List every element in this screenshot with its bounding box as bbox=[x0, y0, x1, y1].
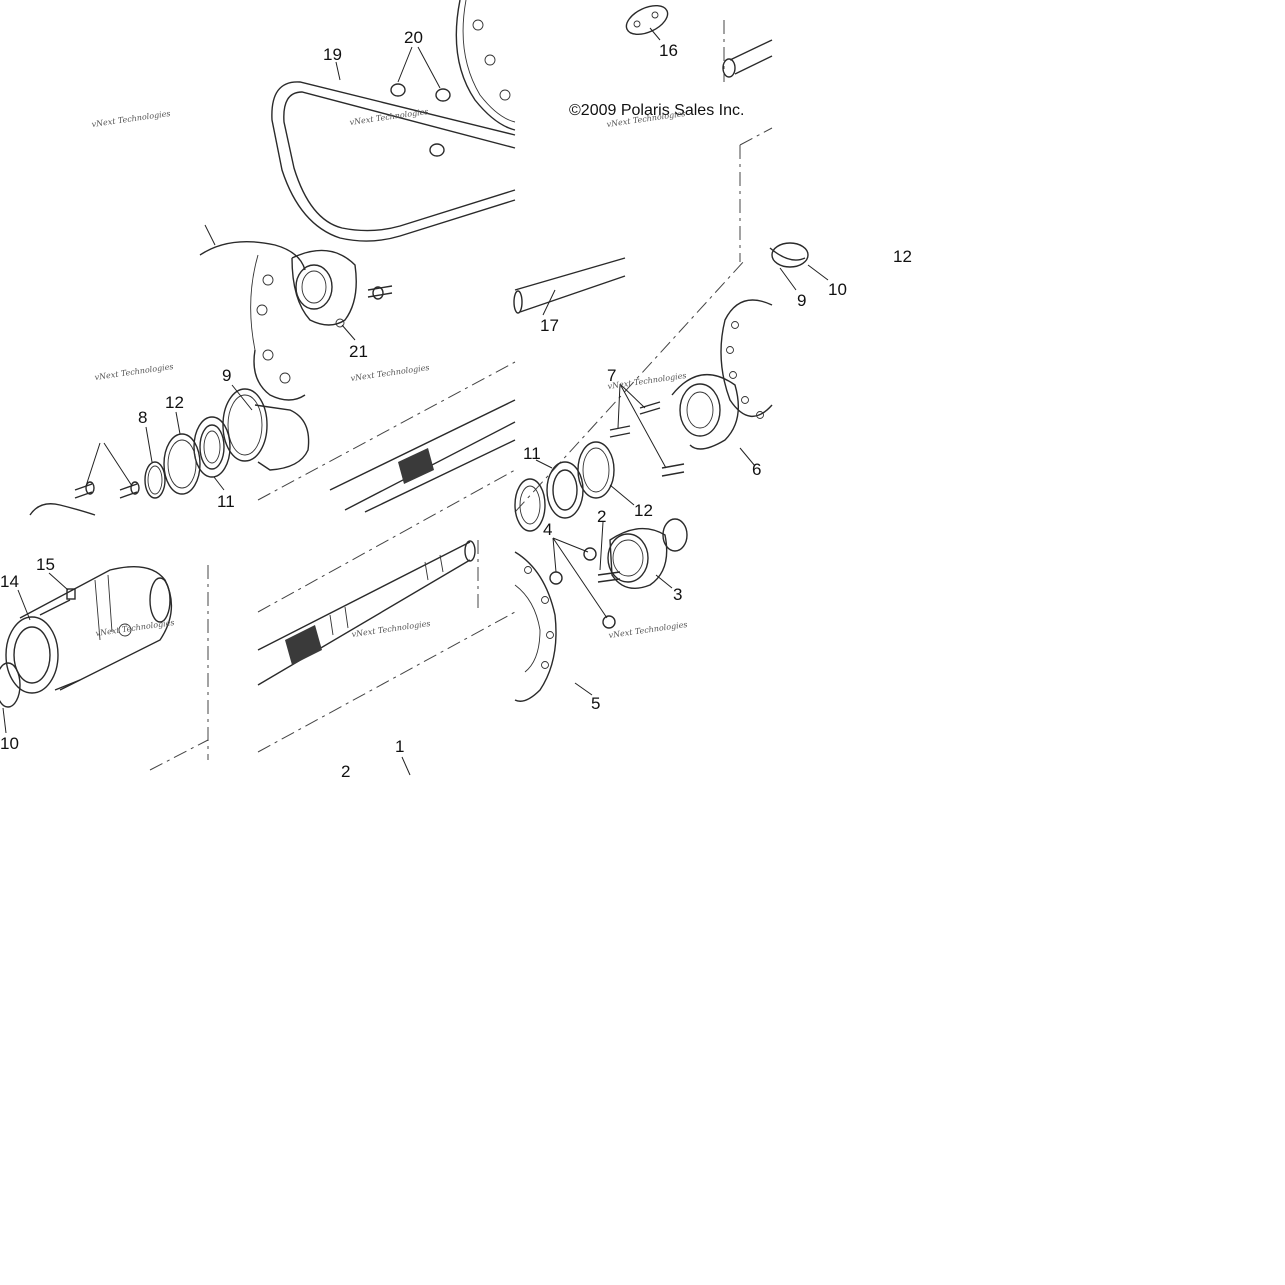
callout-19: 21 bbox=[349, 342, 368, 361]
callout-12-right: 12 bbox=[634, 501, 653, 520]
watermark: vNext Technologies bbox=[91, 109, 171, 129]
part-3-caliper bbox=[607, 518, 688, 589]
part-12-spacer-right bbox=[577, 441, 615, 499]
upper-right-shaft bbox=[722, 39, 773, 78]
axle-lower bbox=[257, 540, 476, 686]
callout-15: 16 bbox=[659, 41, 678, 60]
part-15-master-link bbox=[625, 4, 669, 36]
part-14-grease-fitting bbox=[66, 588, 76, 600]
callout-9-left: 9 bbox=[222, 366, 231, 385]
callout-numbers: 19 20 21 9 8 12 11 15 14 10 1 2 17 16 9 … bbox=[0, 28, 912, 781]
brake-disc-upper bbox=[720, 299, 773, 419]
upper-sprocket bbox=[455, 0, 516, 131]
part-19-hub bbox=[291, 249, 393, 328]
axle-lower-spline bbox=[285, 625, 322, 665]
part-11-bearing-left bbox=[193, 416, 231, 478]
watermark: vNext Technologies bbox=[350, 363, 430, 383]
watermark: vNext Technologies bbox=[607, 371, 687, 391]
callout-10-right: 10 bbox=[828, 280, 847, 299]
part-13-bearing-carrier bbox=[5, 566, 173, 694]
callout-16: 17 bbox=[540, 316, 559, 335]
callout-5: 5 bbox=[591, 694, 600, 713]
callout-14: 15 bbox=[36, 555, 55, 574]
axle-upper-spline bbox=[398, 448, 434, 484]
callout-11-left: 11 bbox=[217, 492, 235, 511]
callout-17: 19 bbox=[323, 45, 342, 64]
part-18-nuts bbox=[390, 83, 451, 157]
part-9-bearing-seal-left bbox=[222, 388, 310, 471]
part-12-spacer-left bbox=[163, 433, 201, 495]
callout-4: 4 bbox=[543, 520, 552, 539]
callout-2-right: 2 bbox=[597, 507, 606, 526]
watermark: vNext Technologies bbox=[349, 107, 429, 127]
callout-8: 8 bbox=[138, 408, 147, 427]
part-7-bolts bbox=[609, 401, 685, 477]
part-8-o-ring bbox=[144, 461, 166, 499]
watermark: vNext Technologies bbox=[608, 620, 688, 640]
callout-12-top-right: 12 bbox=[893, 247, 912, 266]
callout-3: 3 bbox=[673, 585, 682, 604]
callout-13: 14 bbox=[0, 572, 19, 591]
leader-lines bbox=[2, 27, 829, 776]
watermarks: vNext Technologies vNext Technologies vN… bbox=[91, 107, 688, 640]
callout-6: 6 bbox=[752, 460, 761, 479]
callout-9-right: 9 bbox=[797, 291, 806, 310]
part-10-seal-left bbox=[0, 662, 21, 708]
part-20-bolts bbox=[74, 481, 140, 499]
callout-2-bottom: 2 bbox=[341, 762, 350, 781]
assembly-boundaries bbox=[149, 20, 773, 771]
callout-1: 1 bbox=[395, 737, 404, 756]
part-2-4-fasteners bbox=[549, 547, 621, 629]
part-16-axle-tube bbox=[513, 257, 626, 314]
callout-7: 7 bbox=[607, 366, 616, 385]
copyright-notice: ©2009 Polaris Sales Inc. bbox=[569, 102, 744, 119]
caliper-bracket-left bbox=[29, 503, 96, 516]
watermark: vNext Technologies bbox=[94, 362, 174, 382]
callout-11-right: 11 bbox=[523, 444, 541, 463]
axle-upper bbox=[329, 399, 516, 513]
callout-18: 20 bbox=[404, 28, 423, 47]
callout-12-left: 12 bbox=[165, 393, 184, 412]
part-6-brake-hub bbox=[671, 373, 739, 450]
part-17-chain bbox=[271, 81, 516, 242]
part-5-brake-disc bbox=[514, 551, 557, 702]
part-9-10-seal-right bbox=[769, 242, 809, 268]
watermark: vNext Technologies bbox=[351, 619, 431, 639]
callout-10-left: 10 bbox=[0, 734, 19, 753]
part-21-sprocket bbox=[199, 240, 306, 401]
